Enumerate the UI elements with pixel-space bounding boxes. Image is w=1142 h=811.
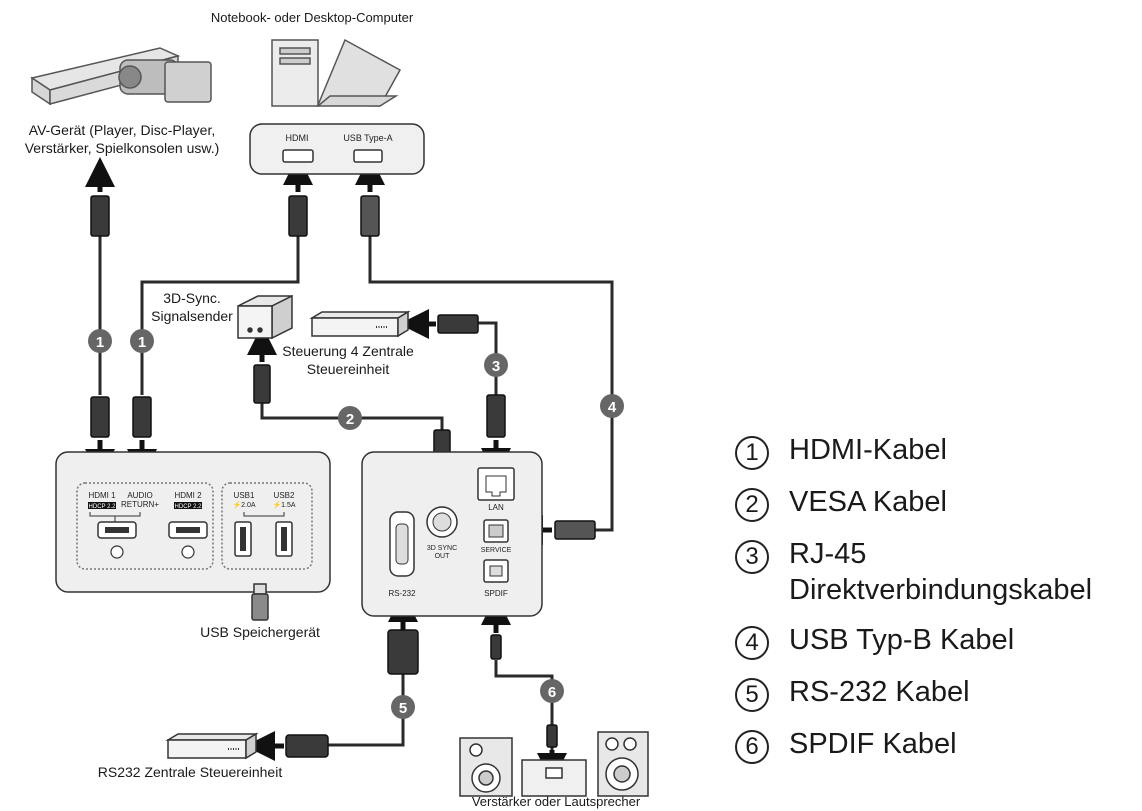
badge-4: 4 <box>600 394 624 418</box>
badge-1a: 1 <box>88 329 112 353</box>
svg-text:2: 2 <box>346 411 354 428</box>
pc-hdmi-port <box>282 149 314 163</box>
hdmi1-led <box>110 545 124 559</box>
cable-spdif <box>494 660 554 750</box>
lan-label: LAN <box>488 503 504 512</box>
legend-number: 3 <box>735 540 769 574</box>
svg-text:3: 3 <box>492 358 500 375</box>
svg-text:1: 1 <box>138 334 146 351</box>
spdif-label: SPDIF <box>484 589 508 598</box>
usb-stick <box>251 583 269 621</box>
plugs <box>90 195 596 758</box>
hdcp-label: HDCP 2.2 <box>175 504 203 510</box>
hdcp-label: HDCP 2.2 <box>89 504 117 510</box>
control4-label-line2: Steuereinheit <box>307 361 390 377</box>
legend-label: SPDIF Kabel <box>789 728 957 760</box>
control4-label-line1: Steuerung 4 Zentrale <box>282 343 414 359</box>
computer-illustration <box>271 38 402 107</box>
usb2-label: USB2 <box>274 491 295 500</box>
hdmi-plug <box>288 195 308 237</box>
cable-usb-pc <box>368 235 614 532</box>
lan-port <box>477 467 515 501</box>
legend-item-vesa: 2 VESA Kabel <box>735 484 1135 522</box>
badge-2: 2 <box>338 406 362 430</box>
legend-number: 2 <box>735 488 769 522</box>
3d-sync-emitter <box>237 294 293 340</box>
spdif-plug <box>490 634 502 660</box>
legend-label: VESA Kabel <box>789 486 947 518</box>
legend-item-usb: 4 USB Typ-B Kabel <box>735 622 1135 660</box>
legend-number: 1 <box>735 436 769 470</box>
hdmi-plug <box>90 396 110 438</box>
pc-usb-port <box>353 149 383 163</box>
legend-label: HDMI-Kabel <box>789 434 947 466</box>
rs232-plug <box>387 629 419 675</box>
rs232-port-label: RS-232 <box>388 589 416 598</box>
audio-return-label-1: AUDIO <box>127 491 152 500</box>
control4-unit <box>309 310 411 338</box>
svg-text:4: 4 <box>608 399 617 416</box>
usb1-label: USB1 <box>234 491 255 500</box>
pc-usb-label: USB Type-A <box>343 133 392 143</box>
sync-label-line2: Signalsender <box>151 308 233 324</box>
rs232-control-unit <box>165 732 259 760</box>
legend-label: RJ-45 Direktverbindungskabel <box>789 538 1093 606</box>
3d-sync-out-label-2: OUT <box>435 553 451 560</box>
cable-badges: 1 1 2 3 4 5 6 <box>88 329 624 719</box>
av-device-label-line2: Verstärker, Spielkonsolen usw.) <box>25 140 220 156</box>
badge-5: 5 <box>391 695 415 719</box>
audio-return-label-2: RETURN+ <box>121 500 159 509</box>
sync-label-line1: 3D-Sync. <box>163 290 221 306</box>
legend-label: USB Typ-B Kabel <box>789 624 1015 656</box>
legend-number: 6 <box>735 730 769 764</box>
3d-sync-out-label-1: 3D SYNC <box>427 545 457 552</box>
badge-1b: 1 <box>130 329 154 353</box>
hdmi2-label: HDMI 2 <box>174 491 202 500</box>
usb-b-plug <box>554 520 596 540</box>
hdcp-badge <box>88 502 116 509</box>
rj45-plug <box>437 314 479 334</box>
badge-6: 6 <box>540 679 564 703</box>
hdcp-badge <box>174 502 202 509</box>
legend-number: 4 <box>735 626 769 660</box>
hdmi-port-group <box>76 482 214 570</box>
pc-port-panel <box>249 123 425 175</box>
svg-text:5: 5 <box>399 700 407 717</box>
usb-port-group <box>221 482 313 570</box>
rs232-plug <box>285 734 329 758</box>
amplifier-speakers <box>459 731 649 797</box>
hdmi-plug <box>132 396 152 438</box>
cable-legend: 1 HDMI-Kabel 2 VESA Kabel 3 RJ-45 Direkt… <box>735 432 1135 778</box>
legend-item-rs232: 5 RS-232 Kabel <box>735 674 1135 712</box>
hdmi-plug <box>90 195 110 237</box>
hdmi1-label: HDMI 1 <box>88 491 116 500</box>
svg-text:6: 6 <box>548 684 556 701</box>
hdmi2-led <box>181 545 195 559</box>
service-label: SERVICE <box>481 547 512 554</box>
svg-text:1: 1 <box>96 334 104 351</box>
pc-hdmi-label: HDMI <box>286 133 309 143</box>
usb-plug <box>360 195 380 237</box>
legend-item-rj45: 3 RJ-45 Direktverbindungskabel <box>735 536 1135 608</box>
legend-number: 5 <box>735 678 769 712</box>
badge-3: 3 <box>484 353 508 377</box>
legend-item-spdif: 6 SPDIF Kabel <box>735 726 1135 764</box>
computer-label: Notebook- oder Desktop-Computer <box>211 10 414 25</box>
vesa-plug <box>253 364 271 404</box>
spdif-plug <box>546 724 558 748</box>
usb2-power-label: ⚡1.5A <box>272 500 295 509</box>
rs232-unit-label: RS232 Zentrale Steuereinheit <box>98 764 283 780</box>
amplifier-label: Verstärker oder Lautsprecher <box>472 794 641 809</box>
av-device-illustration <box>30 47 212 106</box>
legend-label: RS-232 Kabel <box>789 676 970 708</box>
usb-storage-label: USB Speichergerät <box>200 624 320 640</box>
rj45-plug <box>486 394 506 438</box>
av-device-label-line1: AV-Gerät (Player, Disc-Player, <box>29 122 215 138</box>
legend-item-hdmi: 1 HDMI-Kabel <box>735 432 1135 470</box>
usb1-power-label: ⚡2.0A <box>232 500 255 509</box>
